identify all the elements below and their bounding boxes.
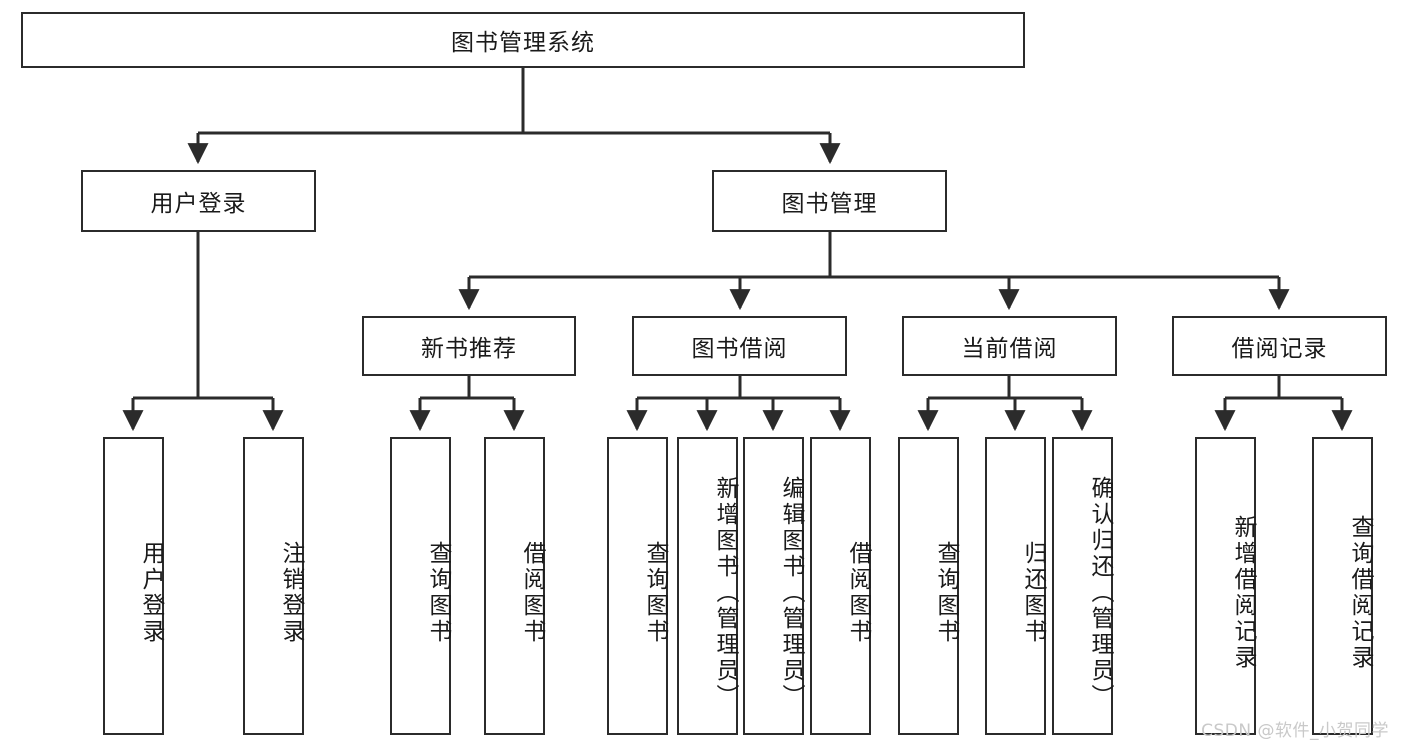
csdn-watermark: CSDN @软件_小贺同学 [1201, 721, 1389, 741]
node-book-management[interactable]: 图书管理 [712, 170, 947, 232]
leaf-confirm-return-admin[interactable]: 确认归还（管理员） [1052, 437, 1113, 735]
leaf-query-borrow-record[interactable]: 查询借阅记录 [1312, 437, 1373, 735]
node-user-login[interactable]: 用户登录 [81, 170, 316, 232]
leaf-add-borrow-record[interactable]: 新增借阅记录 [1195, 437, 1256, 735]
node-borrow-record[interactable]: 借阅记录 [1172, 316, 1387, 376]
node-book-management-system[interactable]: 图书管理系统 [21, 12, 1025, 68]
leaf-query-book-3[interactable]: 查询图书 [898, 437, 959, 735]
leaf-user-login[interactable]: 用户登录 [103, 437, 164, 735]
node-book-borrow[interactable]: 图书借阅 [632, 316, 847, 376]
leaf-borrow-book-2[interactable]: 借阅图书 [810, 437, 871, 735]
leaf-borrow-book-1[interactable]: 借阅图书 [484, 437, 545, 735]
node-current-borrow[interactable]: 当前借阅 [902, 316, 1117, 376]
leaf-query-book-1[interactable]: 查询图书 [390, 437, 451, 735]
leaf-add-book-admin[interactable]: 新增图书（管理员） [677, 437, 738, 735]
node-new-book-recommend[interactable]: 新书推荐 [362, 316, 576, 376]
leaf-query-book-2[interactable]: 查询图书 [607, 437, 668, 735]
leaf-edit-book-admin[interactable]: 编辑图书（管理员） [743, 437, 804, 735]
leaf-return-book[interactable]: 归还图书 [985, 437, 1046, 735]
leaf-logout-login[interactable]: 注销登录 [243, 437, 304, 735]
